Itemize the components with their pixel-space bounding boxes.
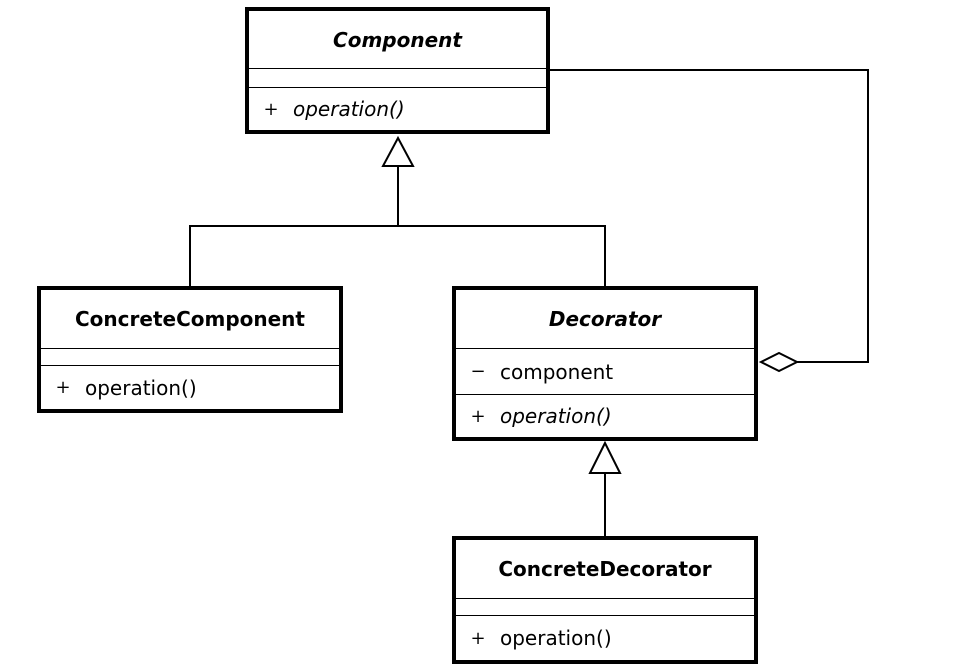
operation-item: operation() (85, 375, 197, 400)
generalization-line-decorator (398, 225, 606, 286)
generalization-arrowhead-component (381, 135, 415, 167)
class-concrete-component: ConcreteComponent + operation() (37, 286, 343, 413)
class-component: Component + operation() (245, 7, 550, 134)
visibility-marker: + (470, 627, 486, 649)
generalization-line-concrete-component (189, 225, 398, 286)
visibility-marker: + (470, 405, 486, 427)
operation-item: operation() (500, 404, 612, 428)
attribute-item: component (500, 359, 614, 384)
visibility-marker: + (55, 377, 71, 398)
class-name: Decorator (456, 290, 754, 349)
operations-compartment: + operation() (41, 366, 339, 409)
operation-item: operation() (293, 97, 405, 121)
operations-compartment: + operation() (249, 88, 546, 130)
attributes-compartment (456, 599, 754, 616)
attributes-compartment: − component (456, 349, 754, 395)
visibility-marker: + (263, 98, 279, 120)
attributes-compartment (249, 69, 546, 88)
class-name: ConcreteComponent (41, 290, 339, 349)
class-name: ConcreteDecorator (456, 540, 754, 599)
class-name: Component (249, 11, 546, 69)
aggregation-diamond (758, 351, 800, 373)
visibility-marker: − (470, 361, 486, 382)
class-concrete-decorator: ConcreteDecorator + operation() (452, 536, 758, 664)
operations-compartment: + operation() (456, 616, 754, 660)
operations-compartment: + operation() (456, 395, 754, 437)
generalization-arrowhead-decorator (588, 440, 622, 474)
class-decorator: Decorator − component + operation() (452, 286, 758, 441)
attributes-compartment (41, 349, 339, 366)
operation-item: operation() (500, 626, 612, 650)
aggregation-line (550, 69, 869, 363)
